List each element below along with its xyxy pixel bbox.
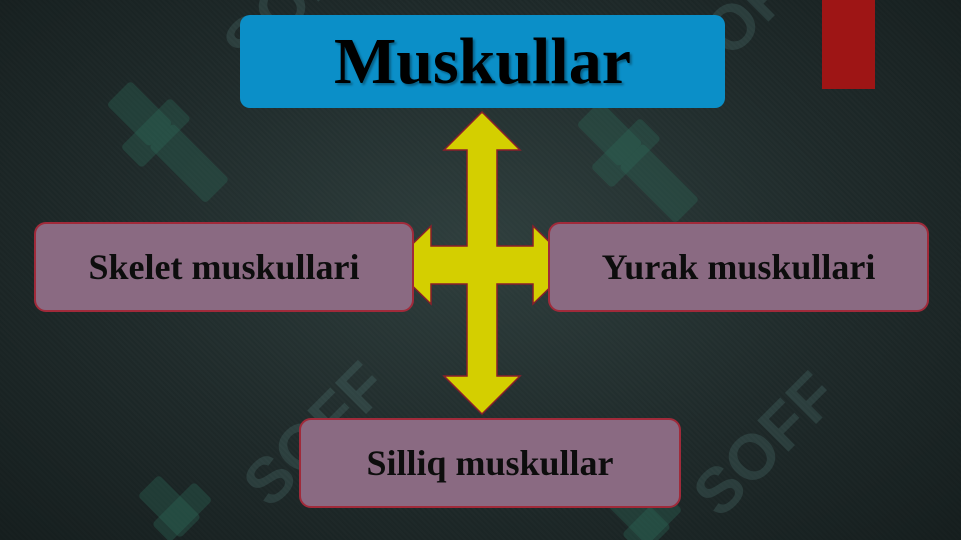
- node-skelet-muskullari: Skelet muskullari: [34, 222, 414, 312]
- accent-bar: [822, 0, 875, 89]
- node-yurak-muskullari: Yurak muskullari: [548, 222, 929, 312]
- node-silliq-muskullar: Silliq muskullar: [299, 418, 681, 508]
- diagram-title: Muskullar: [240, 15, 725, 108]
